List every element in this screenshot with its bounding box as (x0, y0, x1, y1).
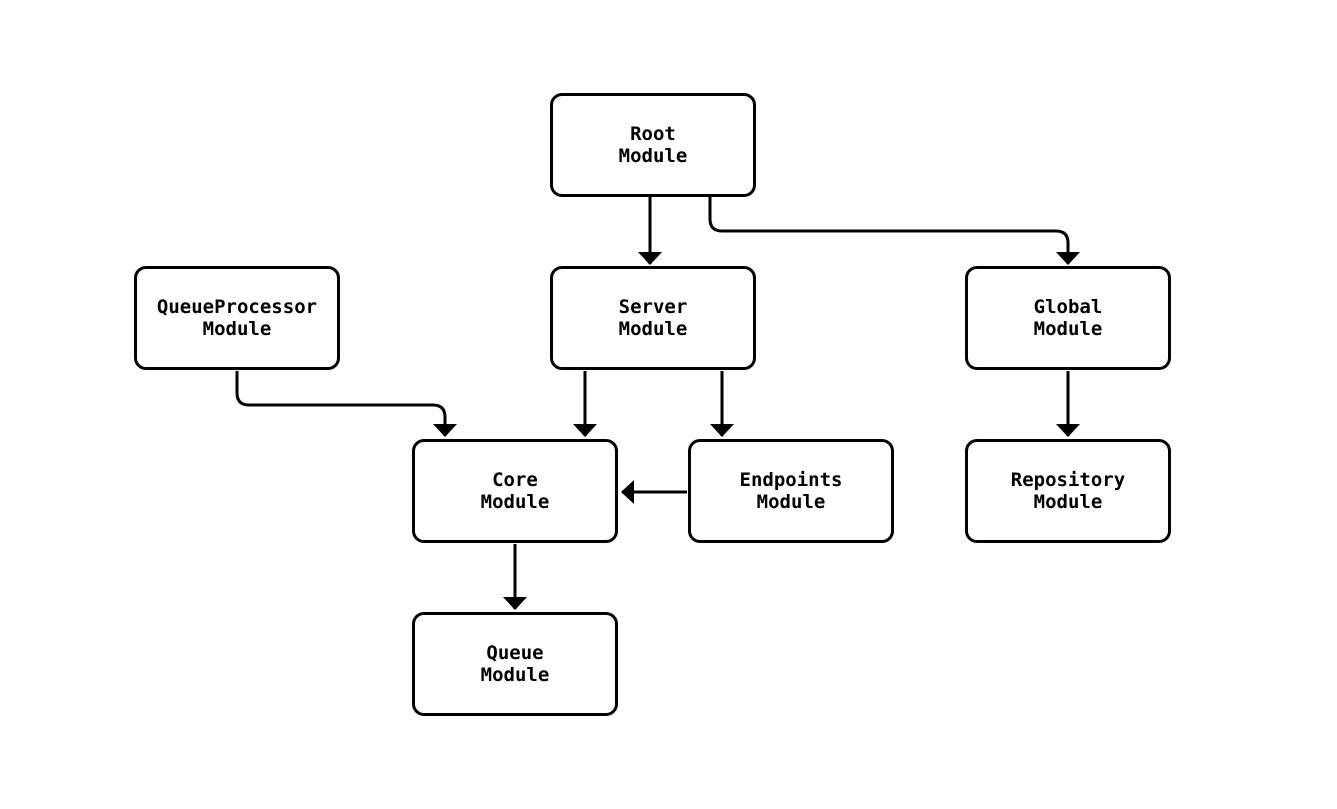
node-core-module: Core Module (412, 439, 618, 543)
node-repository-module: Repository Module (965, 439, 1171, 543)
node-root-module: Root Module (550, 93, 756, 197)
node-server-module: Server Module (550, 266, 756, 370)
node-queue-module-label: Queue Module (480, 642, 550, 686)
node-queue-module: Queue Module (412, 612, 618, 716)
node-endpoints-module-label: Endpoints Module (739, 469, 843, 513)
node-queueprocessor-module-label: QueueProcessor Module (156, 296, 318, 340)
node-queueprocessor-module: QueueProcessor Module (134, 266, 340, 370)
node-endpoints-module: Endpoints Module (688, 439, 894, 543)
edge-queueprocessor-to-core (235, 371, 457, 437)
node-core-module-label: Core Module (480, 469, 550, 513)
node-repository-module-label: Repository Module (1010, 469, 1126, 513)
edge-root-to-global (708, 197, 1080, 265)
node-global-module-label: Global Module (1033, 296, 1103, 340)
node-root-module-label: Root Module (618, 123, 688, 167)
node-global-module: Global Module (965, 266, 1171, 370)
node-server-module-label: Server Module (618, 296, 688, 340)
